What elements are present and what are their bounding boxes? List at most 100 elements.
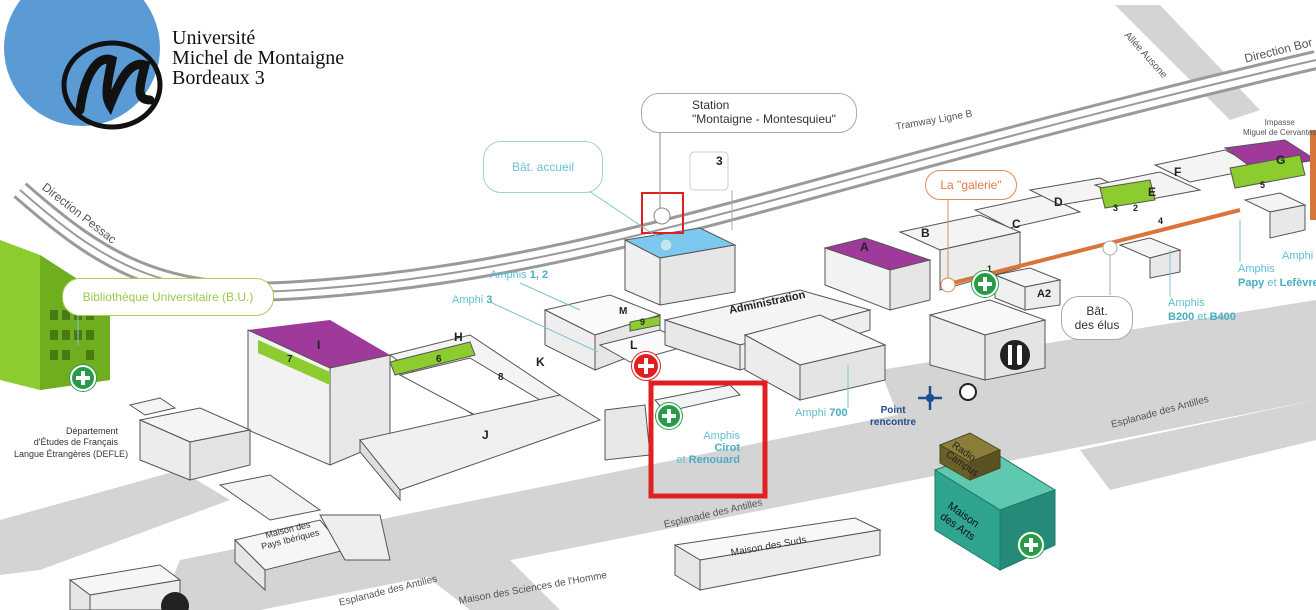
- logo-ring: [61, 40, 163, 130]
- building-letter-h: H: [454, 330, 463, 344]
- building-letter-i: I: [317, 338, 321, 352]
- b200-b: B400: [1209, 310, 1236, 323]
- elus-marker: [1102, 240, 1118, 256]
- building-lm: [543, 294, 692, 371]
- station-line2: "Montaigne - Montesquieu": [692, 112, 836, 126]
- road-label-impasse: Impasse Miguel de Cervantes: [1243, 118, 1316, 137]
- cirot-line3-prefix: et: [676, 454, 689, 467]
- green-cross-icon-cirot: [656, 403, 682, 429]
- v3-number: 3: [716, 154, 723, 168]
- amphis-12-num: 1, 2: [529, 269, 549, 281]
- floor-7: 7: [287, 354, 293, 365]
- building-letter-a2: A2: [1037, 288, 1052, 300]
- impasse-line1: Impasse: [1264, 118, 1295, 127]
- building-amphi-700: [743, 314, 887, 401]
- b200-et: et: [1194, 310, 1210, 323]
- defle-line1: Département: [65, 426, 118, 436]
- papy-label: Amphis Papy et Lefèvre: [1238, 263, 1316, 291]
- building-hjk-quad: [359, 334, 602, 502]
- cirot-line1: Amphis: [703, 430, 740, 442]
- university-line1: Université: [172, 27, 256, 49]
- logo-m-letter: [75, 54, 155, 116]
- accueil-marker: [659, 238, 673, 252]
- amphis-12-prefix: Amphis: [490, 269, 530, 281]
- bat-elus-line2: des élus: [1074, 318, 1120, 332]
- amphi-3-num: 3: [486, 294, 493, 306]
- cirot-line2: Cirot: [714, 442, 740, 455]
- university-line3: Bordeaux 3: [172, 67, 265, 89]
- building-accueil: [623, 227, 737, 306]
- logo-blue-circle: [4, 0, 160, 126]
- v3-bike-icon: [689, 151, 729, 191]
- point-line2: rencontre: [870, 416, 917, 428]
- point-rencontre-label: Point rencontre: [870, 405, 916, 428]
- amphi-3-label: Amphi 3: [452, 294, 492, 306]
- papy-a: Papy: [1238, 276, 1265, 289]
- tram-line-center: [19, 59, 1316, 293]
- amphi-700-label: Amphi 700: [795, 407, 848, 419]
- bu-callout: Bibliothèque Universitaire (B.U.): [62, 278, 274, 316]
- point-line1: Point: [880, 405, 906, 416]
- floor-6: 6: [436, 354, 442, 365]
- euro-icon: [959, 383, 977, 401]
- university-name: Université Michel de Montaigne Bordeaux …: [172, 28, 344, 88]
- building-a2: [993, 267, 1062, 311]
- green-cross-icon-bu: [70, 365, 96, 391]
- building-letter-f: F: [1174, 165, 1182, 179]
- defle-label: Département d'Études de Français Langue …: [14, 426, 128, 460]
- amphi-right-label: Amphi: [1282, 250, 1314, 262]
- building-letter-m: M: [619, 306, 628, 317]
- building-pays-iberiques: [218, 474, 391, 592]
- building-right-small: [1118, 192, 1307, 279]
- bat-elus-line1: Bât.: [1086, 303, 1108, 318]
- papy-et: et: [1264, 276, 1280, 289]
- floor-4: 4: [1158, 216, 1164, 226]
- road-lower-left: [380, 520, 560, 610]
- building-letter-b: B: [921, 226, 930, 240]
- cirot-line3: Renouard: [688, 454, 740, 467]
- building-maison-suds: [673, 517, 882, 591]
- amphi-700-num: 700: [829, 407, 848, 419]
- amphis-12-label: Amphis 1, 2: [490, 269, 548, 281]
- b200-label: Amphis B200 et B400: [1168, 297, 1236, 325]
- floor-9: 9: [640, 317, 646, 327]
- bat-accueil-callout: Bât. accueil: [483, 141, 603, 193]
- building-bottom-left: [68, 564, 182, 610]
- red-cross-icon: [632, 352, 660, 380]
- cirot-label: Amphis Cirot et Renouard: [660, 430, 740, 466]
- impasse-line2: Miguel de Cervantes: [1243, 127, 1316, 137]
- building-restaurant: [928, 299, 1047, 381]
- galerie-callout: La "galerie": [925, 170, 1017, 200]
- b200-line1: Amphis: [1168, 297, 1205, 309]
- amphi-700-prefix: Amphi: [795, 407, 830, 419]
- floor-3: 3: [1113, 203, 1119, 213]
- building-letter-k: K: [536, 355, 545, 369]
- building-defle: [128, 397, 252, 481]
- building-radio-campus: [938, 432, 1002, 481]
- bat-elus-callout: Bât. des élus: [1061, 296, 1133, 340]
- bu-building: [0, 240, 110, 390]
- galerie-marker: [940, 277, 956, 293]
- meeting-point-icon: [918, 386, 942, 410]
- amphi-3-prefix: Amphi: [452, 294, 487, 306]
- floor-5: 5: [1260, 180, 1266, 190]
- building-letter-a: A: [860, 240, 869, 254]
- floor-2: 2: [1133, 203, 1139, 213]
- station-callout: Station "Montaigne - Montesquieu": [641, 93, 857, 133]
- station-line1: Station: [692, 98, 730, 113]
- building-letter-c: C: [1012, 217, 1021, 231]
- papy-line1: Amphis: [1238, 263, 1275, 275]
- b200-a: B200: [1168, 310, 1195, 323]
- building-row-bcdef: [898, 139, 1316, 291]
- building-letter-j: J: [482, 428, 489, 442]
- floor-1: 1: [987, 264, 993, 274]
- building-a: [823, 237, 932, 311]
- callout-lines: [77, 184, 1241, 408]
- restaurant-icon: [1000, 340, 1030, 370]
- station-highlight: [641, 192, 684, 234]
- restaurant-icon-bottom: [161, 592, 189, 610]
- roads: [0, 5, 1316, 610]
- papy-b: Lefèvre: [1279, 276, 1316, 289]
- building-letter-l: L: [630, 338, 638, 352]
